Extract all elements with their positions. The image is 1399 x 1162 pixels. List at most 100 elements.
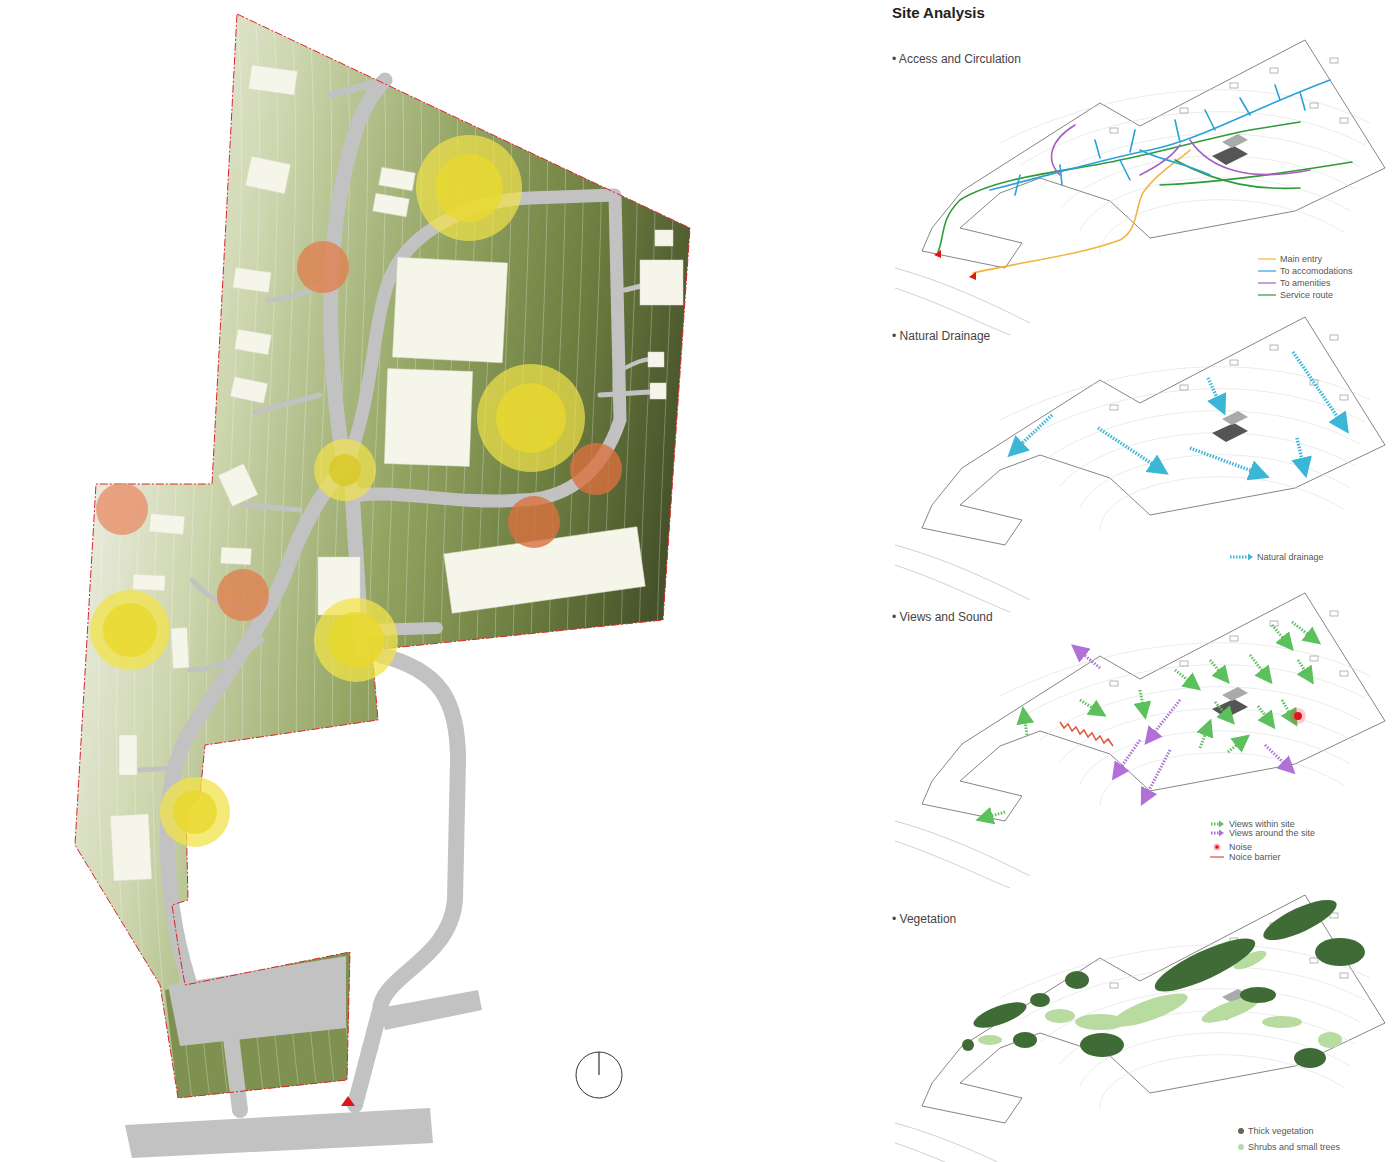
plan-shape xyxy=(249,65,298,95)
plan-shape xyxy=(1219,821,1224,828)
plan-shape xyxy=(133,574,166,591)
plan-shape xyxy=(230,377,267,404)
plan-shape xyxy=(1318,1032,1342,1048)
plan-shape xyxy=(98,0,696,1100)
plan-shape xyxy=(1040,411,1360,464)
plan-shape xyxy=(330,80,385,95)
plan-shape xyxy=(640,260,683,305)
plan-shape xyxy=(1190,140,1310,175)
plan-shape xyxy=(1030,993,1050,1007)
plan-shape xyxy=(379,167,416,191)
plan-shape xyxy=(648,352,664,367)
plan-shape xyxy=(380,990,482,1030)
axonometric-outlines xyxy=(895,40,1385,1162)
plan-shape xyxy=(1100,753,1345,806)
legend-text: Noise xyxy=(1229,842,1252,852)
plan-shape xyxy=(103,603,157,657)
plan-shape xyxy=(674,0,696,1100)
plan-shape xyxy=(1222,687,1248,701)
plan-shape xyxy=(1098,428,1160,469)
plan-shape xyxy=(656,0,678,1100)
plan-shape xyxy=(245,505,300,510)
circulation-routes xyxy=(934,80,1352,280)
plan-shape xyxy=(1258,706,1270,722)
plan-shape xyxy=(922,40,1385,268)
plan-shape xyxy=(1180,385,1188,390)
plan-shape xyxy=(962,1039,974,1051)
plan-shape xyxy=(416,135,522,241)
plan-shape xyxy=(1259,892,1342,948)
plan-shape xyxy=(1315,938,1365,966)
plan-shape xyxy=(435,154,503,222)
plan-shape xyxy=(75,14,690,1098)
plan-shape xyxy=(638,0,660,1100)
plan-shape xyxy=(1212,146,1248,165)
plan-shape xyxy=(1060,722,1113,746)
site-ground xyxy=(75,0,696,1100)
plan-shape xyxy=(1258,270,1276,271)
plan-shape xyxy=(978,1035,1002,1045)
plan-shape xyxy=(1045,1009,1075,1023)
plan-shape xyxy=(1000,367,1370,420)
plan-shape xyxy=(98,0,120,1100)
plan-shape xyxy=(1110,983,1118,988)
plan-shape xyxy=(973,150,1190,273)
plan-shape xyxy=(1272,625,1288,644)
plan-shape xyxy=(1330,335,1338,340)
plan-shape xyxy=(1258,258,1276,259)
plan-shape xyxy=(314,0,336,1100)
plan-shape xyxy=(1340,973,1348,978)
plan-shape xyxy=(1340,118,1348,123)
plan-shape xyxy=(1310,656,1318,661)
plan-shape xyxy=(1310,958,1318,963)
plan-shape xyxy=(233,268,271,293)
legend-text: Shrubs and small trees xyxy=(1248,1142,1340,1152)
plan-shape xyxy=(149,514,184,535)
plan-shape xyxy=(1080,1033,1124,1057)
plan-shape xyxy=(655,230,673,246)
plan-shape xyxy=(1080,700,1099,712)
plan-shape xyxy=(1000,90,1370,143)
section-heading: • Views and Sound xyxy=(892,611,993,625)
section-heading: • Natural Drainage xyxy=(892,330,990,344)
legend-text: Natural drainage xyxy=(1257,552,1324,562)
legend-text: Views around the site xyxy=(1229,828,1315,838)
plan-shape xyxy=(134,0,156,1100)
plan-shape xyxy=(1297,438,1304,468)
legend-text: Views within site xyxy=(1229,819,1295,829)
plan-shape xyxy=(245,156,290,194)
plan-shape xyxy=(938,122,1300,252)
plan-shape xyxy=(598,1052,599,1075)
plan-shape xyxy=(1292,622,1314,639)
plan-shape xyxy=(1065,971,1089,989)
plan-shape xyxy=(1180,661,1188,666)
plan-shape xyxy=(984,622,1314,818)
plan-shape xyxy=(1215,702,1229,718)
plan-shape xyxy=(1222,134,1248,148)
activity-zones xyxy=(90,135,622,847)
plan-shape xyxy=(1230,83,1238,88)
plan-shape xyxy=(1100,477,1345,530)
plan-shape xyxy=(1200,727,1208,748)
section-heading: • Vegetation xyxy=(892,913,956,927)
plan-shape xyxy=(217,569,269,621)
plan-shape xyxy=(1215,845,1219,849)
plan-shape xyxy=(962,892,1365,1068)
plan-shape xyxy=(1000,643,1370,696)
plan-shape xyxy=(934,250,941,258)
legend-text: Noice barrier xyxy=(1229,852,1281,862)
plan-shape xyxy=(1230,360,1238,365)
section-heading: • Access and Circulation xyxy=(892,53,1021,67)
legend-text: Service route xyxy=(1280,290,1333,300)
legend-swatch xyxy=(1238,1128,1244,1134)
plan-shape xyxy=(496,383,566,453)
plan-shape xyxy=(1330,611,1338,616)
plan-shape xyxy=(1040,687,1360,740)
plan-shape xyxy=(373,193,410,217)
plan-shape xyxy=(978,947,1342,1048)
plan-shape xyxy=(1270,345,1278,350)
plan-shape xyxy=(508,496,560,548)
plan-shape xyxy=(600,392,650,395)
plan-shape xyxy=(1078,650,1100,668)
